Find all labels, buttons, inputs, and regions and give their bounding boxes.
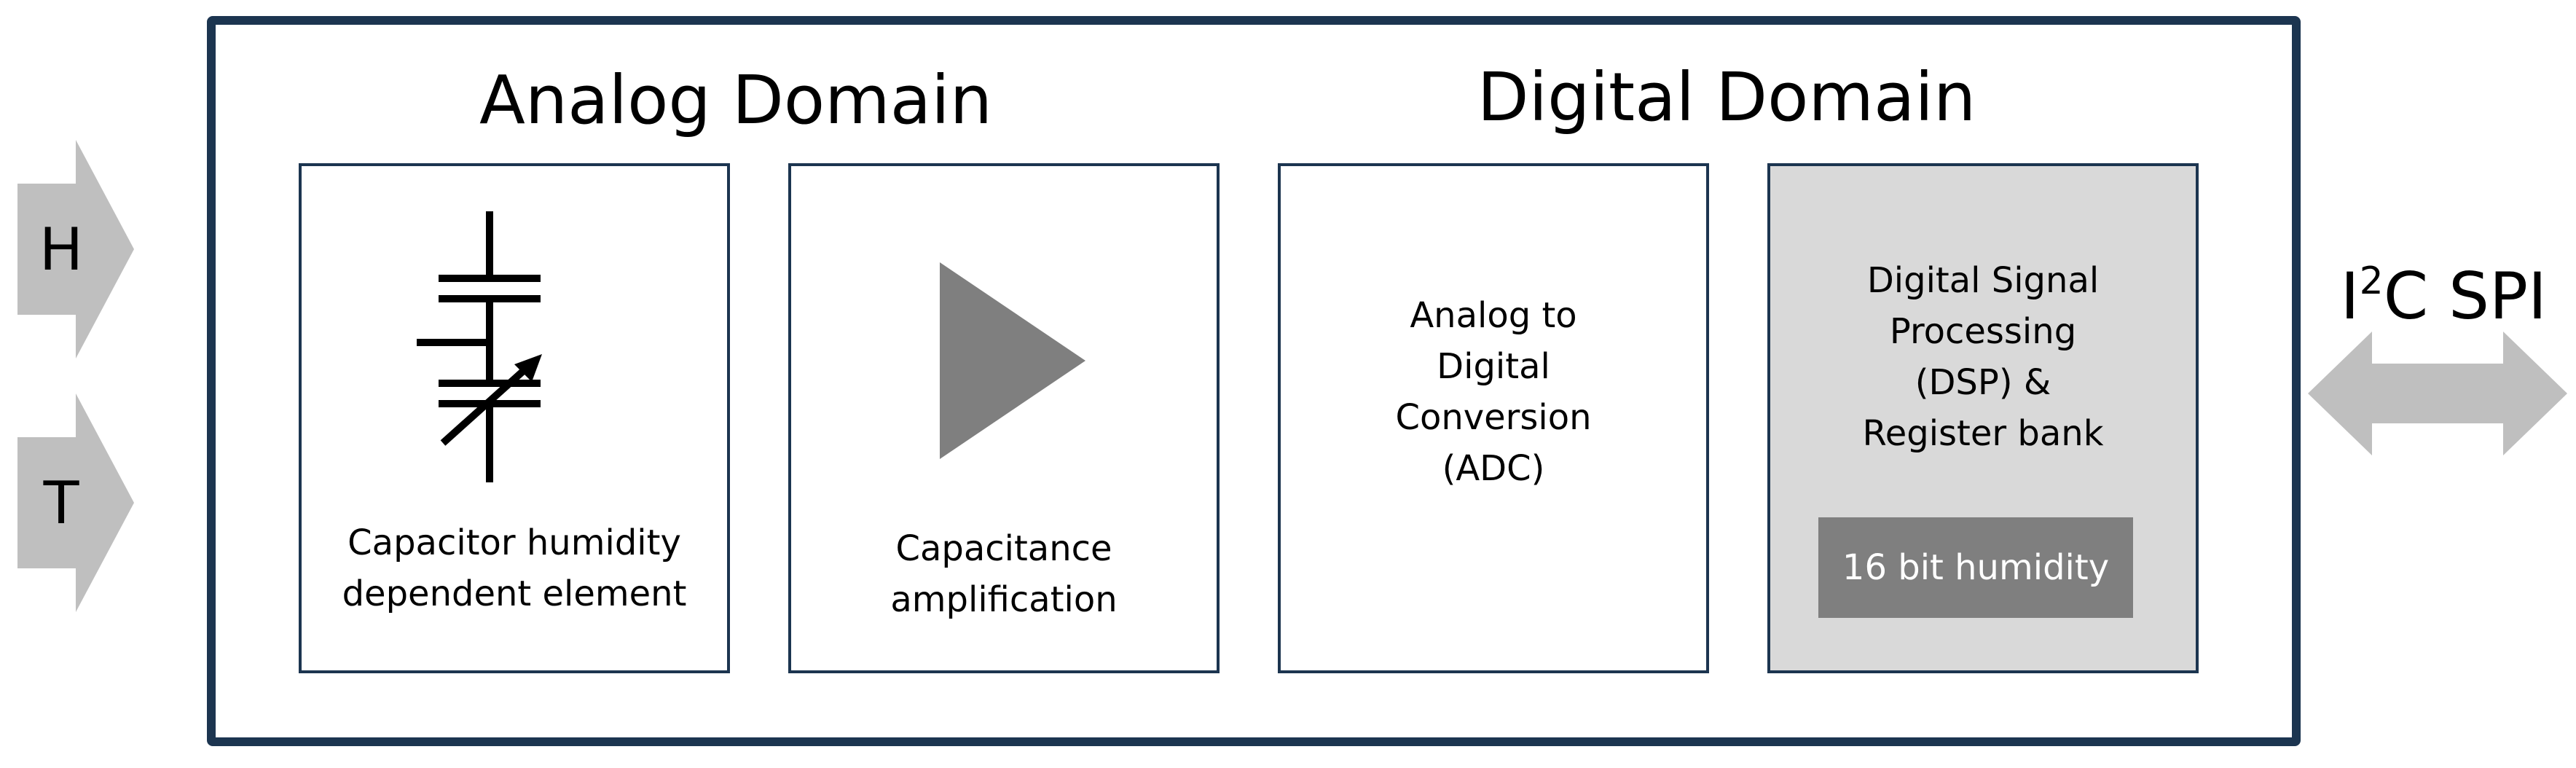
- dsp-block: Digital Signal Processing (DSP) & Regist…: [1767, 163, 2199, 673]
- digital-domain-title: Digital Domain: [1477, 58, 1976, 136]
- amplifier-label: Capacitance amplification: [890, 528, 1118, 620]
- adc-label: Analog to Digital Conversion (ADC): [1395, 295, 1592, 489]
- amplifier-triangle-icon: [940, 262, 1085, 459]
- input-arrow-t: T: [17, 393, 134, 612]
- variable-capacitor-icon: [417, 211, 542, 482]
- arrow-right-icon: [17, 140, 134, 358]
- bus-label-superscript: 2: [2359, 259, 2384, 303]
- double-arrow-icon: [2308, 332, 2567, 455]
- dsp-label: Digital Signal Processing (DSP) & Regist…: [1862, 260, 2104, 454]
- input-arrow-h: H: [17, 140, 134, 358]
- amplifier-block: Capacitance amplification: [788, 163, 1220, 673]
- analog-domain-title: Analog Domain: [479, 61, 993, 139]
- sensor-frame: [207, 16, 2301, 746]
- bus-label-base: I: [2340, 259, 2360, 334]
- capacitor-block: Capacitor humidity dependent element: [299, 163, 730, 673]
- input-letter-h: H: [39, 215, 84, 283]
- capacitor-label: Capacitor humidity dependent element: [342, 522, 687, 614]
- adc-block: Analog to Digital Conversion (ADC): [1278, 163, 1709, 673]
- bus-label-rest: C SPI: [2383, 259, 2547, 334]
- bus-label: I2C SPI: [2341, 259, 2547, 334]
- arrow-right-icon: [17, 393, 134, 612]
- humidity-resolution-badge: 16 bit humidity: [1818, 517, 2133, 618]
- input-letter-t: T: [43, 469, 79, 537]
